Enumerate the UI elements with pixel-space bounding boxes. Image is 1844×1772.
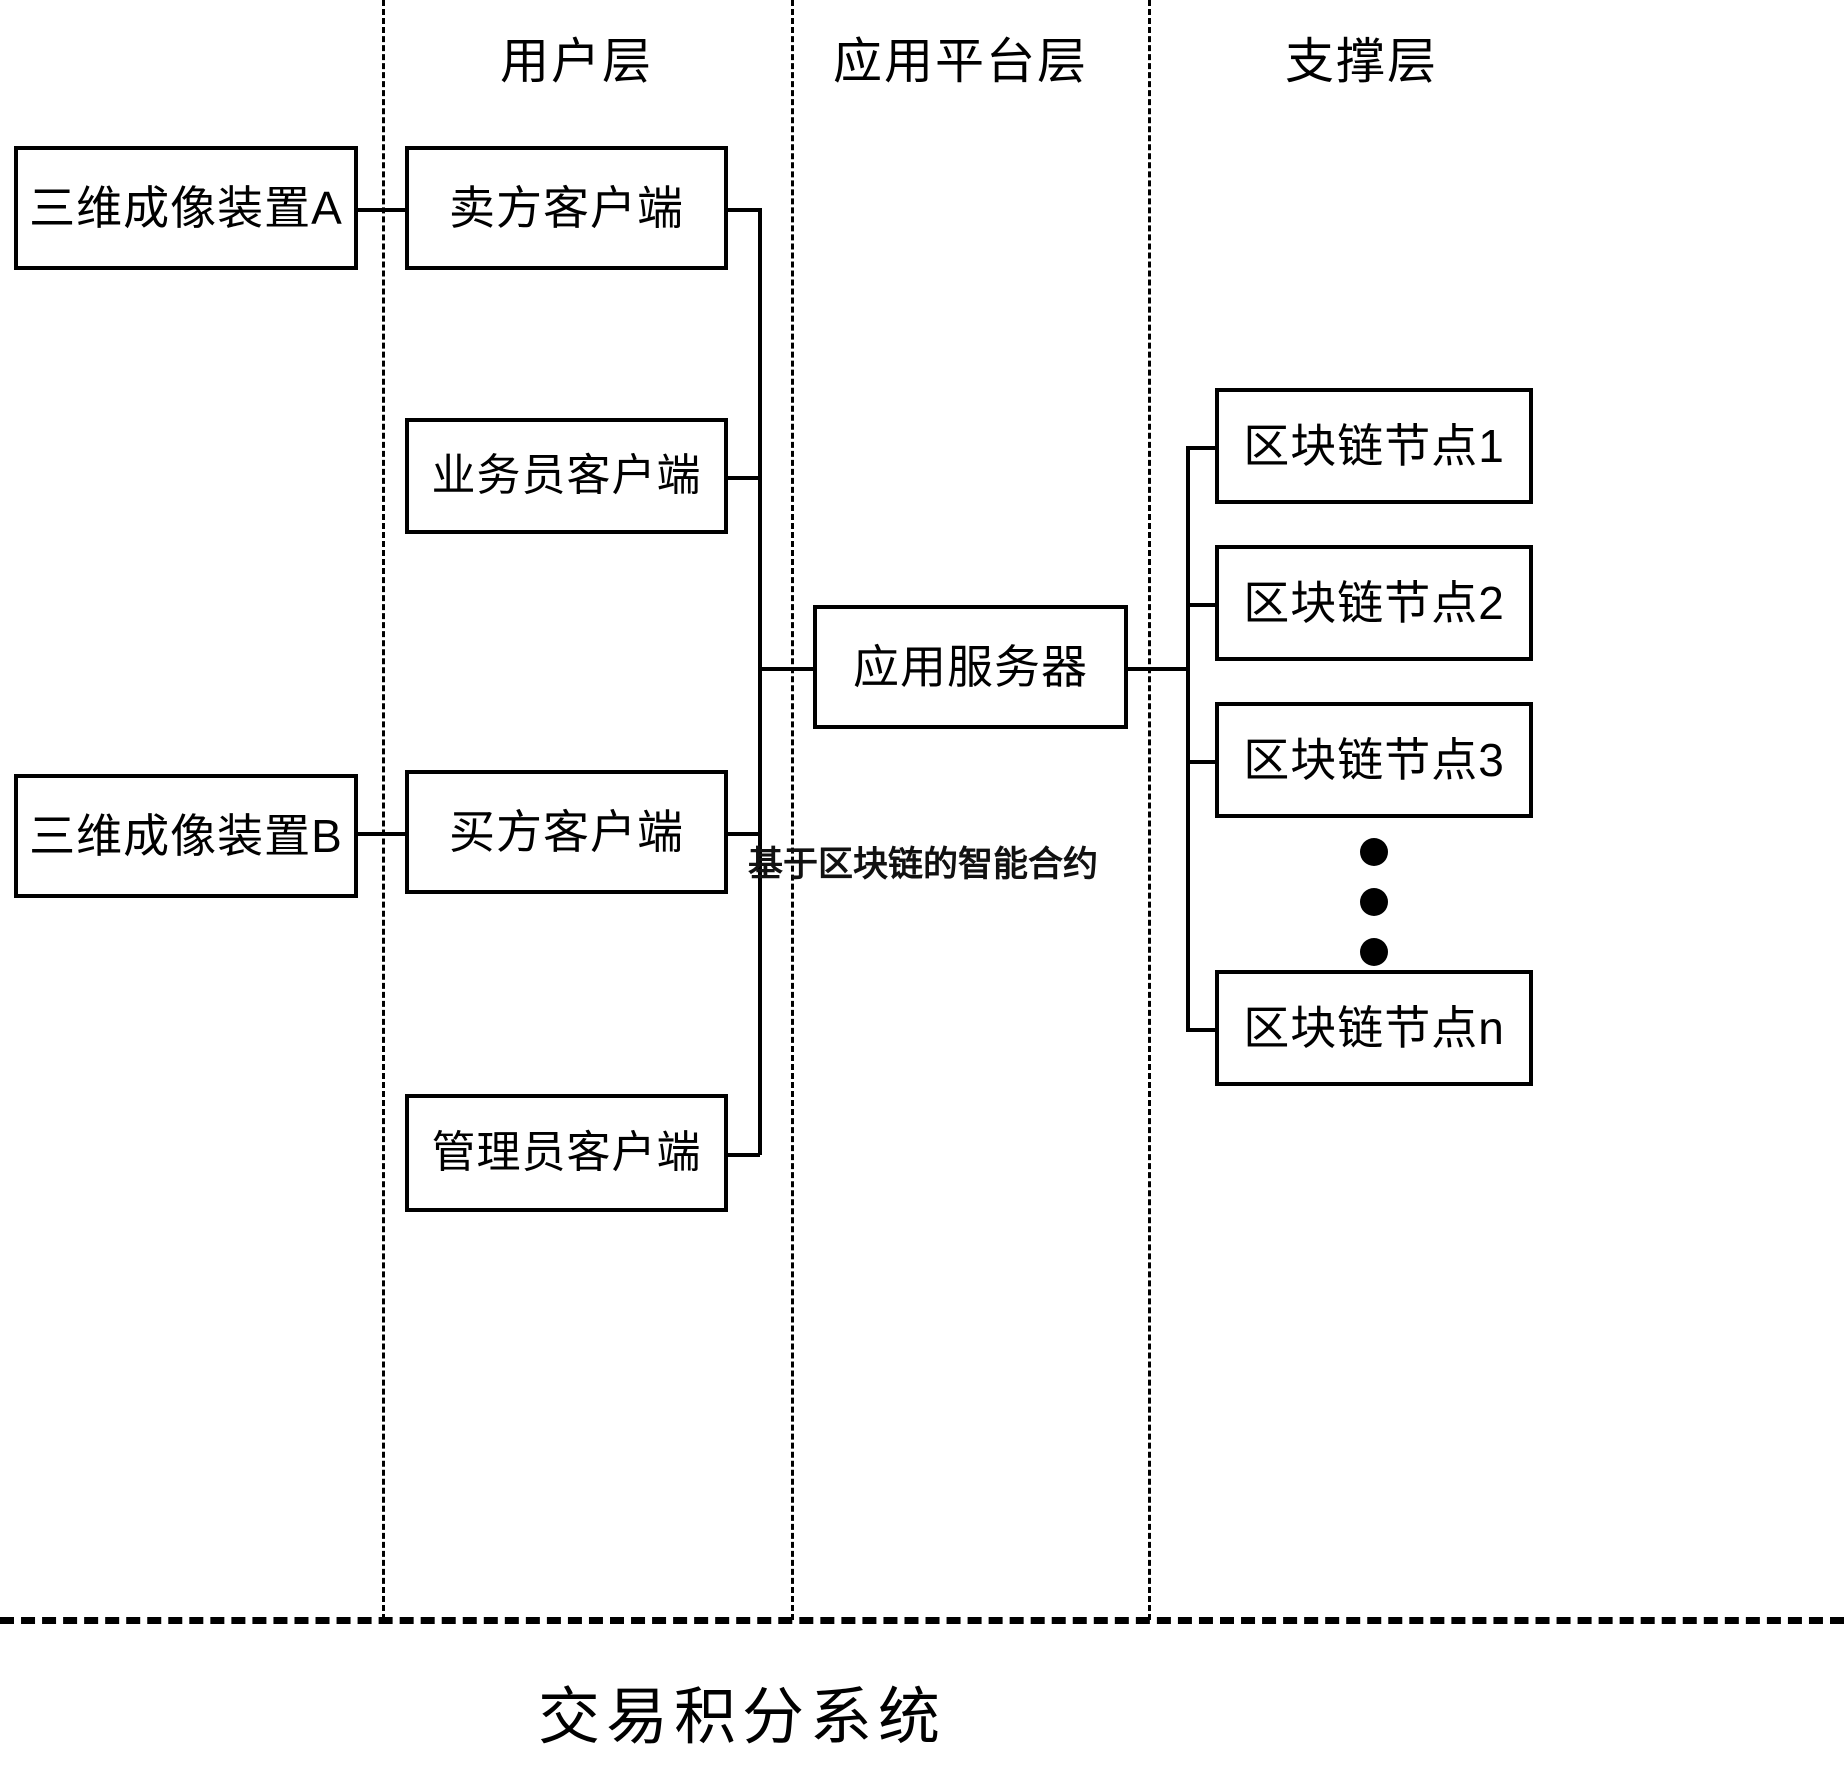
node-imaging-device-a[interactable]: 三维成像装置A	[14, 146, 358, 270]
system-boundary-rule	[0, 1617, 1844, 1624]
ellipsis-dot-1	[1360, 838, 1388, 866]
connector-bus-to-node-n	[1186, 1028, 1217, 1032]
node-imaging-device-b-label: 三维成像装置B	[29, 809, 343, 862]
connector-buyer-stub	[728, 832, 760, 836]
connector-device-b-to-buyer	[358, 832, 405, 836]
connector-bus-to-application-server	[758, 667, 815, 671]
node-imaging-device-a-label: 三维成像装置A	[29, 181, 343, 234]
node-application-server-label: 应用服务器	[853, 640, 1088, 693]
divider-user-platform	[791, 0, 794, 1620]
ellipsis-dot-2	[1360, 888, 1388, 916]
node-blockchain-node-n-label: 区块链节点n	[1243, 1001, 1505, 1054]
node-buyer-client-label: 买方客户端	[449, 805, 684, 858]
connector-seller-stub	[728, 208, 760, 212]
connector-application-server-to-node-bus	[1128, 667, 1188, 671]
node-imaging-device-b[interactable]: 三维成像装置B	[14, 774, 358, 898]
node-buyer-client[interactable]: 买方客户端	[405, 770, 728, 894]
node-blockchain-node-2-label: 区块链节点2	[1243, 576, 1505, 629]
diagram-title: 交易积分系统	[538, 1683, 947, 1752]
node-administrator-client-label: 管理员客户端	[431, 1127, 702, 1177]
connector-client-bus	[758, 208, 762, 1155]
connector-device-a-to-seller	[358, 208, 405, 212]
connector-bus-to-node-2	[1186, 603, 1217, 607]
connector-salesperson-stub	[728, 476, 760, 480]
connector-bus-to-node-1	[1186, 446, 1217, 450]
layer-title-user: 用户层	[500, 35, 654, 89]
layer-title-support: 支撑层	[1285, 35, 1439, 89]
node-seller-client-label: 卖方客户端	[449, 181, 684, 234]
node-blockchain-node-3-label: 区块链节点3	[1243, 733, 1505, 786]
annotation-smart-contract: 基于区块链的智能合约	[748, 845, 1099, 884]
divider-platform-support	[1148, 0, 1151, 1620]
divider-device-user	[382, 0, 385, 1620]
node-seller-client[interactable]: 卖方客户端	[405, 146, 728, 270]
connector-bus-to-node-3	[1186, 760, 1217, 764]
node-application-server[interactable]: 应用服务器	[813, 605, 1128, 729]
blockchain-nodes-ellipsis	[1360, 838, 1388, 966]
node-salesperson-client[interactable]: 业务员客户端	[405, 418, 728, 534]
node-blockchain-node-3[interactable]: 区块链节点3	[1215, 702, 1533, 818]
node-blockchain-node-1-label: 区块链节点1	[1243, 419, 1505, 472]
connector-administrator-stub	[728, 1153, 760, 1157]
node-administrator-client[interactable]: 管理员客户端	[405, 1094, 728, 1212]
node-blockchain-node-2[interactable]: 区块链节点2	[1215, 545, 1533, 661]
node-salesperson-client-label: 业务员客户端	[431, 450, 702, 500]
connector-blockchain-bus	[1186, 446, 1190, 1028]
ellipsis-dot-3	[1360, 938, 1388, 966]
node-blockchain-node-n[interactable]: 区块链节点n	[1215, 970, 1533, 1086]
layer-title-application-platform: 应用平台层	[833, 35, 1089, 89]
node-blockchain-node-1[interactable]: 区块链节点1	[1215, 388, 1533, 504]
